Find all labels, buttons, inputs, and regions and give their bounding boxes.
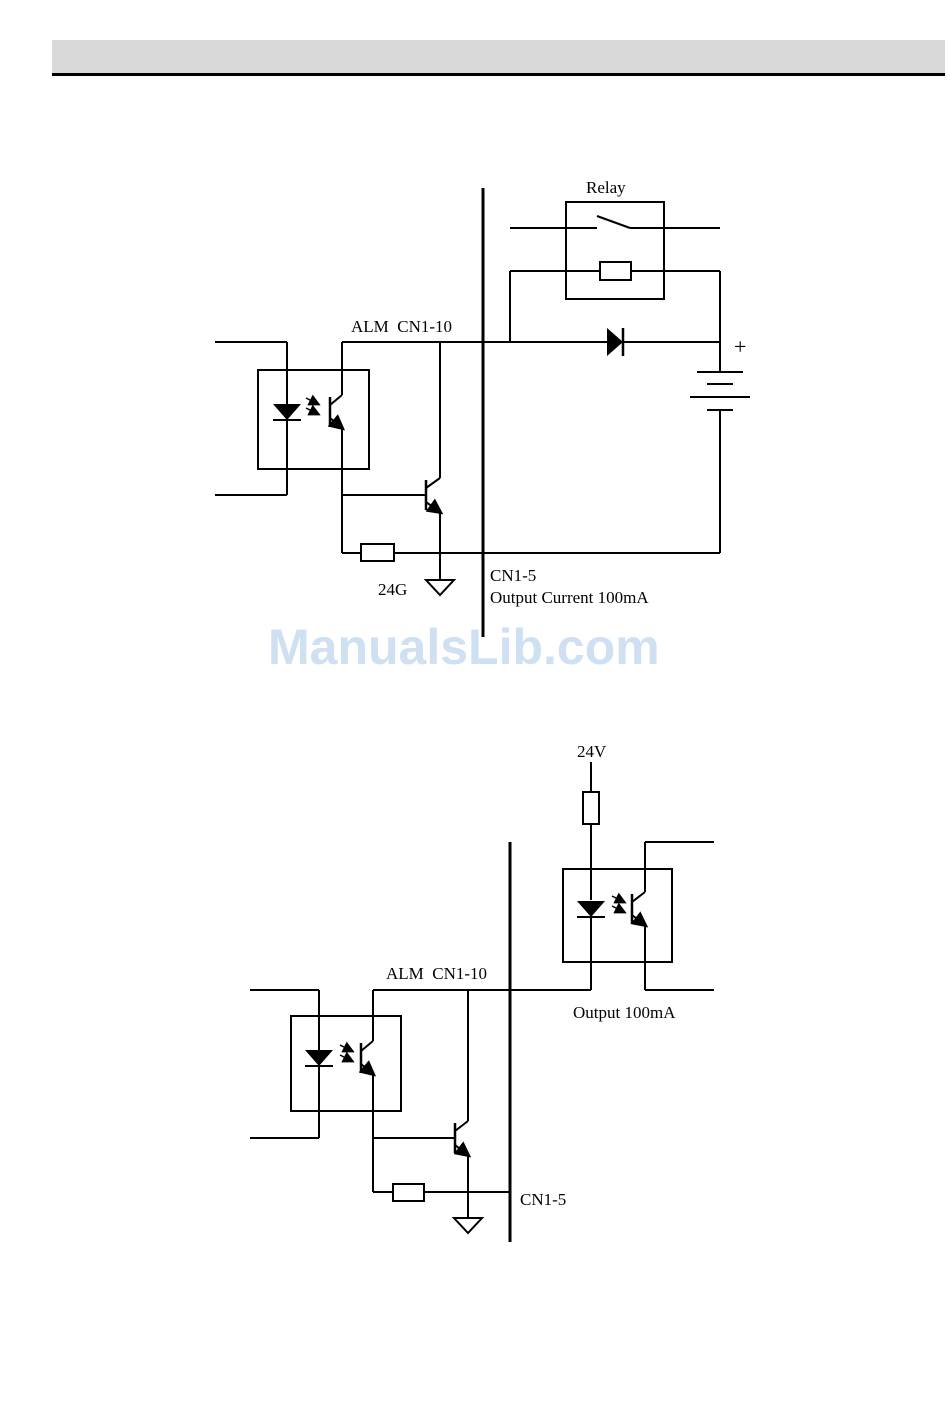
alm-label: ALM CN1-10	[386, 964, 487, 983]
ground-icon	[426, 580, 454, 595]
plus-label: +	[734, 334, 746, 359]
optocoupler-box	[563, 869, 672, 962]
output-label: Output 100mA	[573, 1003, 676, 1022]
ground-icon	[454, 1218, 482, 1233]
battery-icon	[690, 342, 750, 553]
led-icon	[577, 901, 605, 917]
diode-icon	[607, 328, 623, 356]
gnd-label: 24G	[378, 580, 407, 599]
alm-label: ALM CN1-10	[351, 317, 452, 336]
cn15-label: CN1-5	[520, 1190, 566, 1209]
watermark: ManualsLib.com	[268, 618, 698, 676]
resistor-icon	[361, 544, 394, 561]
cn15-label: CN1-5	[490, 566, 536, 585]
resistor-icon	[583, 792, 599, 824]
resistor-icon	[393, 1184, 424, 1201]
output-current-label: Output Current 100mA	[490, 588, 649, 607]
v24-label: 24V	[577, 742, 607, 761]
relay-label: Relay	[586, 178, 626, 197]
optocoupler-output-diagram	[250, 762, 714, 1242]
optocoupler-box	[291, 1016, 401, 1111]
led-icon	[273, 404, 301, 420]
relay-output-diagram	[215, 188, 750, 637]
relay-coil-icon	[600, 262, 631, 280]
led-icon	[305, 1050, 333, 1066]
relay-switch-icon	[597, 216, 630, 228]
relay-box	[566, 202, 664, 299]
